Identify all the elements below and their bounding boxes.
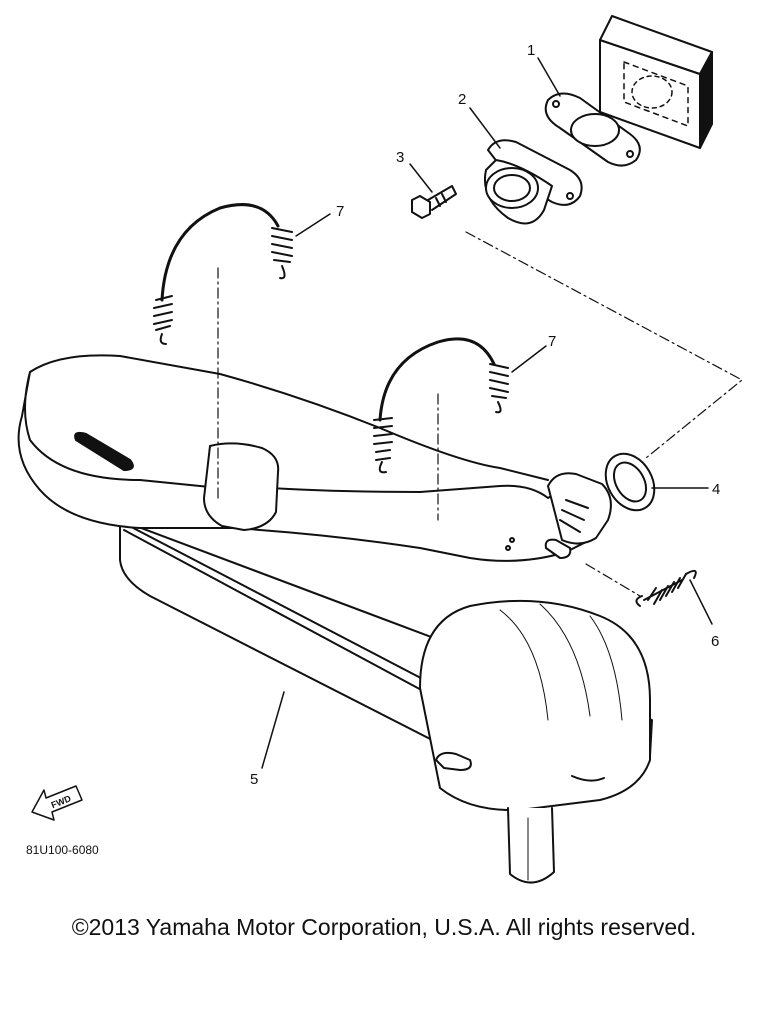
callout-4: 4 [712, 481, 720, 498]
spring-part-6 [635, 569, 697, 607]
callout-7-upper: 7 [336, 203, 344, 220]
gasket-ring-part-4 [604, 452, 656, 512]
leader-lines [261, 57, 713, 769]
assembly-lines [217, 231, 743, 597]
spring-part-7-lower [373, 337, 509, 474]
callout-5: 5 [250, 771, 258, 788]
exhaust-diagram: 1 2 3 7 7 4 6 5 FWD 81U100-6080 [17, 15, 743, 884]
copyright-notice: ©2013 Yamaha Motor Corporation, U.S.A. A… [71, 914, 697, 940]
cylinder-flange-block [599, 15, 713, 149]
exhaust-pipe-part-5 [17, 354, 653, 884]
spring-part-7-upper [153, 203, 293, 345]
part-code: 81U100-6080 [26, 843, 99, 857]
callout-7-lower: 7 [548, 333, 556, 350]
callout-1: 1 [527, 42, 535, 59]
callout-2: 2 [458, 91, 466, 108]
callout-6: 6 [711, 633, 719, 650]
bolt-part-3 [411, 185, 457, 219]
gasket-part-1 [544, 92, 641, 167]
callout-3: 3 [396, 149, 404, 166]
joint-part-2 [484, 139, 583, 225]
fwd-arrow-icon: FWD [31, 785, 83, 821]
